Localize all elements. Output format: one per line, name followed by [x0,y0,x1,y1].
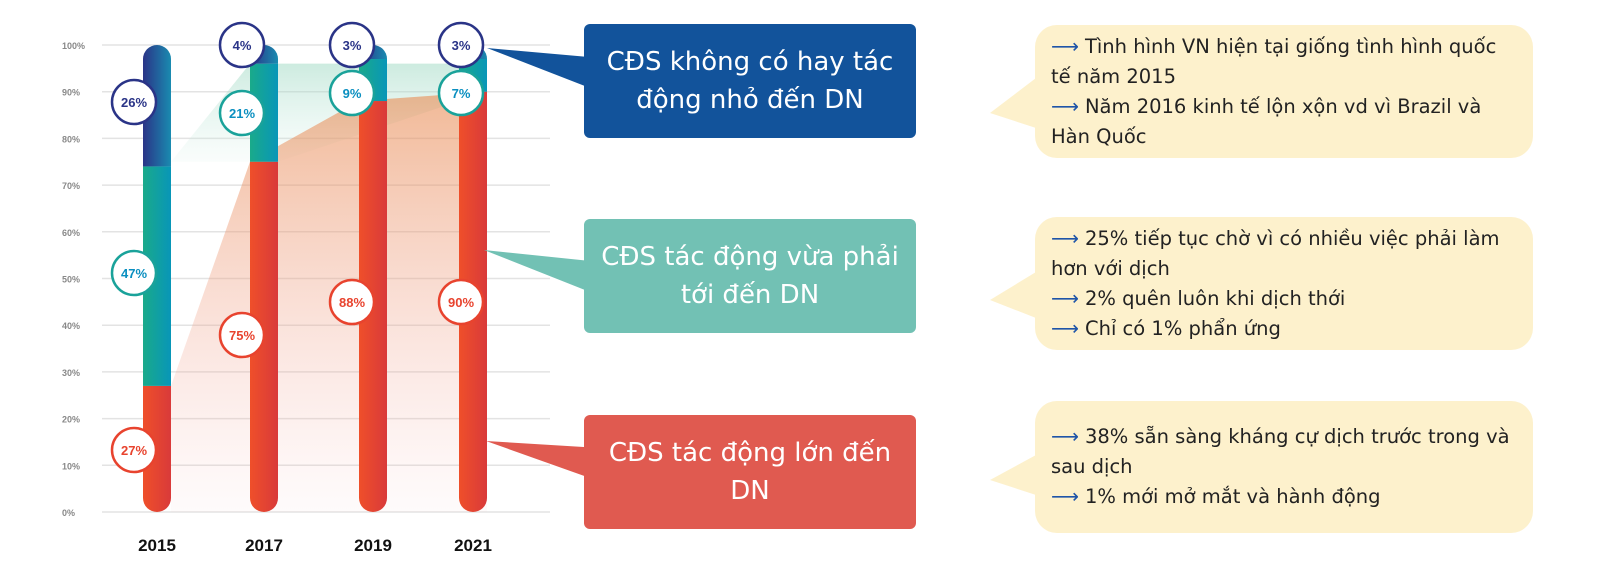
note-line: ⟶Tình hình VN hiện tại giống tình hình q… [1051,34,1497,88]
legend-box-text: CĐS tác động lớn đến DN [608,438,892,506]
value-bubble: 3% [328,21,376,69]
note-pointer [990,455,1036,495]
y-tick-label: 70% [62,181,80,191]
value-bubble-circle [218,21,266,69]
arrow-right-icon: ⟶ [1051,485,1079,508]
arrow-right-icon: ⟶ [1051,34,1079,58]
x-tick-label: 2017 [245,536,283,555]
x-tick-label: 2021 [454,536,492,555]
value-label: 7% [452,86,471,101]
y-tick-label: 100% [62,41,85,51]
legend-box-large-impact: CĐS tác động lớn đến DN [584,415,916,529]
value-bubble-circle [218,311,266,359]
y-tick-label: 40% [62,321,80,331]
x-tick-label: 2019 [354,536,392,555]
value-bubble: 21% [218,89,266,137]
value-label: 90% [448,295,474,310]
value-bubble: 3% [437,21,485,69]
legend-box-text: CĐS tác động vừa phải tới đến DN [601,242,899,310]
pointer-moderate-impact [484,250,600,292]
note-line: ⟶1% mới mở mắt và hành động [1051,485,1381,508]
y-tick-label: 30% [62,368,80,378]
value-label: 75% [229,328,255,343]
value-label: 9% [343,86,362,101]
value-label: 27% [121,443,147,458]
value-bubble-circle [328,21,376,69]
value-label: 88% [339,295,365,310]
value-bubble-circle [110,426,158,474]
bar-2019 [359,45,387,512]
arrow-right-icon: ⟶ [1051,226,1079,250]
arrow-right-icon: ⟶ [1051,316,1079,340]
legend-box-small-impact: CĐS không có hay tác động nhỏ đến DN [584,24,916,138]
y-tick-label: 80% [62,134,80,144]
value-bubble: 88% [328,278,376,326]
y-tick-label: 20% [62,415,80,425]
note-line: ⟶Chỉ có 1% phẩn ứng [1051,316,1281,340]
y-tick-label: 0% [62,508,75,518]
value-bubble: 75% [218,311,266,359]
value-bubble-circle [437,69,485,117]
value-bubble: 4% [218,21,266,69]
note-box-3: ⟶38% sẵn sàng kháng cự dịch trước trong … [1035,401,1533,533]
value-label: 3% [452,38,471,53]
value-bubble-circle [110,78,158,126]
value-bubble: 90% [437,278,485,326]
value-bubble-circle [218,89,266,137]
y-tick-label: 50% [62,275,80,285]
stacked-bar-chart: 0% 10% 20% 30% 40% 50% 60% 70% 80% 90% 100% 27% 47%… [62,21,600,555]
note-line: ⟶25% tiếp tục chờ vì có nhiều việc phải … [1051,226,1500,280]
note-pointer [990,78,1036,128]
pointer-small-impact [487,48,600,88]
note-box-1: ⟶Tình hình VN hiện tại giống tình hình q… [1035,25,1533,158]
value-bubble: 7% [437,69,485,117]
note-line: ⟶2% quên luôn khi dịch thới [1051,286,1346,310]
legend-box-moderate-impact: CĐS tác động vừa phải tới đến DN [584,219,916,333]
arrow-right-icon: ⟶ [1051,94,1079,118]
value-bubble-circle [328,69,376,117]
y-tick-label: 60% [62,228,80,238]
value-label: 3% [343,38,362,53]
value-bubble-circle [328,278,376,326]
arrow-right-icon: ⟶ [1051,425,1079,448]
value-bubble: 27% [110,426,158,474]
y-tick-label: 10% [62,461,80,471]
note-pointers [990,78,1036,495]
value-label: 26% [121,95,147,110]
pointer-large-impact [486,441,600,478]
note-pointer [990,272,1036,318]
arrow-right-icon: ⟶ [1051,286,1079,310]
value-label: 47% [121,266,147,281]
note-box-2: ⟶25% tiếp tục chờ vì có nhiều việc phải … [1035,217,1533,350]
note-line: ⟶38% sẵn sàng kháng cự dịch trước trong … [1051,425,1510,478]
value-bubble: 9% [328,69,376,117]
value-bubble-circle [437,21,485,69]
x-tick-label: 2015 [138,536,176,555]
note-line: ⟶Năm 2016 kinh tế lộn xộn vd vì Brazil v… [1051,94,1482,148]
value-bubble-circle [437,278,485,326]
value-bubble-circle [110,249,158,297]
value-bubble: 26% [110,78,158,126]
value-label: 21% [229,106,255,121]
y-tick-label: 90% [62,88,80,98]
legend-box-text: CĐS không có hay tác động nhỏ đến DN [606,47,894,115]
value-label: 4% [233,38,252,53]
value-bubble: 47% [110,249,158,297]
